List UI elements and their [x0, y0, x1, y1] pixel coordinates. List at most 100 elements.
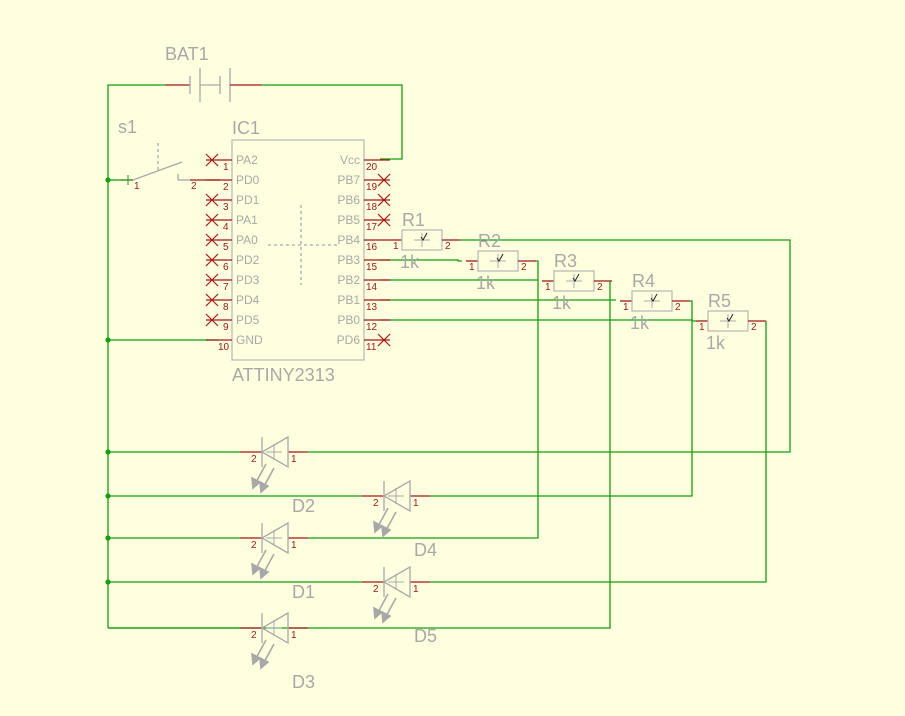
resistor-origin-icon	[490, 253, 506, 268]
resistor-pin2: 2	[675, 302, 681, 313]
pin-name: PB2	[337, 273, 360, 287]
led-origin-icon	[388, 574, 404, 590]
light-arrows-icon	[251, 639, 275, 670]
ic-ref: IC1	[232, 118, 260, 138]
resistor-value: 1k	[400, 252, 420, 272]
led-pin-cathode: 1	[413, 498, 419, 509]
pin-number: 20	[366, 162, 378, 173]
ic-left-pins: PA21PD02PD13PA14PA05PD26PD37PD48PD59GND1…	[205, 153, 263, 353]
battery-label: BAT1	[165, 44, 209, 64]
pin-number: 18	[366, 202, 378, 213]
wires	[107, 84, 791, 629]
led-ref: D2	[292, 496, 315, 516]
pin-number: 17	[366, 222, 378, 233]
wire-r2-d1	[308, 260, 539, 539]
resistor-pin2: 2	[597, 282, 603, 293]
led-pin-anode: 2	[251, 454, 257, 465]
pin-number: 1	[223, 162, 229, 173]
pin-name: PB5	[337, 213, 360, 227]
switch-pin2: 2	[191, 181, 197, 192]
resistor-pin1: 1	[623, 302, 629, 313]
led-origin-icon	[388, 488, 404, 504]
resistor-pin1: 1	[469, 262, 475, 273]
light-arrows-icon	[251, 549, 275, 580]
led-pin-anode: 2	[373, 584, 379, 595]
pin-name: PD0	[236, 173, 260, 187]
no-connect-icon	[205, 273, 219, 287]
no-connect-icon	[205, 293, 219, 307]
junction-dot	[105, 449, 111, 455]
switch-s1: 1 2 s1	[118, 117, 220, 192]
led-origin-icon	[266, 444, 282, 460]
led-triangle	[382, 565, 411, 599]
led-triangle	[260, 435, 289, 469]
pin-number: 12	[366, 322, 378, 333]
led-pin-cathode: 1	[413, 584, 419, 595]
ic-attiny2313: IC1 ATTINY2313 PA21PD02PD13PA14PA05PD26P…	[205, 118, 391, 385]
resistor-pin1: 1	[545, 282, 551, 293]
resistor-ref: R4	[632, 271, 655, 291]
pin-number: 8	[223, 302, 229, 313]
no-connect-icon	[205, 253, 219, 267]
resistor-value: 1k	[476, 273, 496, 293]
pin-number: 6	[223, 262, 229, 273]
pin-number: 10	[218, 342, 230, 353]
pin-number: 13	[366, 302, 378, 313]
light-arrows-icon	[251, 463, 275, 494]
pin-number: 9	[223, 322, 229, 333]
junction-dot	[105, 535, 111, 541]
no-connect-icon	[205, 193, 219, 207]
switch-pin1: 1	[134, 181, 140, 192]
junction-dot	[105, 337, 111, 343]
pin-name: PD3	[236, 273, 260, 287]
ic-part: ATTINY2313	[232, 365, 335, 385]
switch-label: s1	[118, 117, 137, 137]
resistor-value: 1k	[630, 313, 650, 333]
wire-battery-left	[107, 84, 165, 178]
no-connect-icon	[205, 313, 219, 327]
pin-number: 11	[366, 342, 377, 353]
pin-name: PD5	[236, 313, 260, 327]
resistor-r4: R4 1k1 2	[620, 271, 690, 333]
light-arrows-icon	[373, 593, 397, 624]
pin-number: 4	[223, 222, 229, 233]
wire-r1-d2	[308, 239, 791, 453]
resistor-ref: R3	[554, 251, 577, 271]
led-triangle	[260, 521, 289, 555]
led-ref: D3	[292, 672, 315, 692]
resistor-pin2: 2	[445, 241, 451, 252]
wire-r5-d5	[430, 321, 767, 583]
pin-number: 14	[366, 282, 378, 293]
resistor-pin2: 2	[521, 262, 527, 273]
wire-r4-d4	[430, 300, 693, 497]
pin-number: 19	[366, 182, 378, 193]
wire-battery-vcc	[262, 84, 403, 160]
wire-pb3-r2	[380, 259, 462, 262]
ic-pin-pb1: PB1 13	[337, 293, 390, 313]
ic-pin-pb6: PB6 18	[337, 193, 391, 213]
junction-dot	[105, 493, 111, 499]
led-ref: D4	[414, 540, 437, 560]
pin-name: PB6	[337, 193, 360, 207]
pin-name: PB1	[337, 293, 360, 307]
pin-name: PD2	[236, 253, 260, 267]
resistor-origin-icon	[566, 273, 582, 288]
pin-name: PB0	[337, 313, 360, 327]
